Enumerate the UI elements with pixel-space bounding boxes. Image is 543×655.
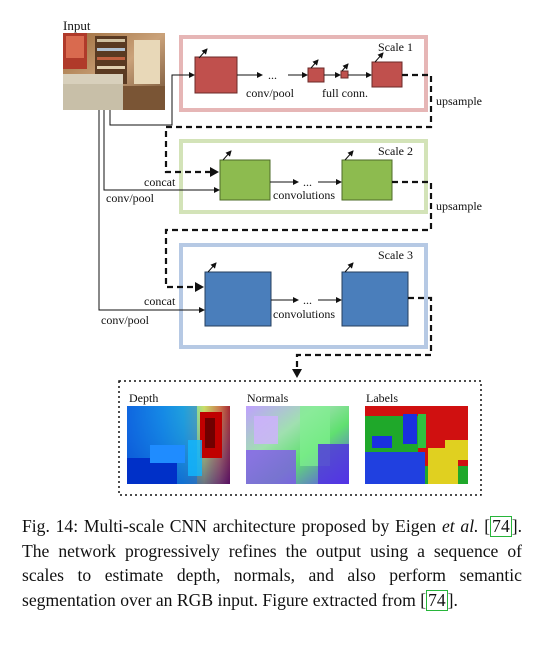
multi-scale-cnn-diagram: Input Scale 1 Scale 2 Scale 3	[63, 18, 482, 496]
caption-middle: . The network progressively refines the …	[22, 516, 523, 610]
caption-prefix: Fig. 14: Multi-scale CNN architecture pr…	[22, 516, 442, 536]
scale-3-frame	[179, 243, 428, 349]
normals-output-image	[246, 406, 349, 484]
scale-1-op-full-conn: full conn.	[322, 86, 368, 100]
scale-1-fc-block-2	[340, 70, 349, 79]
scale-3-op-convolutions: convolutions	[273, 307, 335, 321]
scale-1-output-block	[371, 61, 403, 88]
depth-output-image	[127, 406, 230, 484]
scale-1-conv-block	[194, 56, 238, 94]
conv-pool-side-label-2: conv/pool	[101, 313, 150, 327]
upsample-label-1: upsample	[436, 94, 482, 108]
output-label-normals: Normals	[247, 391, 289, 405]
scale-1-op-conv-pool: conv/pool	[246, 86, 295, 100]
conv-pool-side-label-1: conv/pool	[106, 191, 155, 205]
scale-3-ellipsis: ...	[303, 293, 312, 307]
scale-3-conv-block	[204, 271, 272, 327]
labels-output-image	[365, 406, 468, 484]
output-label-labels: Labels	[366, 391, 398, 405]
caption-et: et	[441, 516, 455, 536]
scale-1-ellipsis: ...	[268, 68, 277, 82]
outputs-frame	[118, 380, 482, 496]
concat-label-2: concat	[144, 294, 176, 308]
figure-caption: Fig. 14: Multi-scale CNN architecture pr…	[22, 516, 523, 611]
scale-2-conv-block	[219, 159, 271, 201]
scale-2-op-convolutions: convolutions	[273, 188, 335, 202]
scale-2-label: Scale 2	[378, 144, 413, 158]
scale-3-label: Scale 3	[378, 248, 413, 262]
concat-label-1: concat	[144, 175, 176, 189]
scale-2-ellipsis: ...	[303, 175, 312, 189]
scale-3-output-block	[341, 271, 409, 327]
scale-2-frame	[179, 139, 428, 214]
input-image	[63, 33, 165, 110]
scale-1-fc-block-1	[307, 67, 325, 83]
scale-1-label: Scale 1	[378, 40, 413, 54]
citation-link-74-second[interactable]: 74	[426, 589, 448, 611]
caption-end: .	[453, 589, 458, 610]
caption-al: al.	[460, 516, 479, 536]
scale-1-frame	[179, 35, 428, 112]
output-label-depth: Depth	[129, 391, 158, 405]
input-label: Input	[63, 18, 91, 33]
scale-1-blocks	[194, 56, 403, 94]
scale-2-output-block	[341, 159, 393, 201]
upsample-label-2: upsample	[436, 199, 482, 213]
citation-link-74[interactable]: 74	[490, 516, 512, 537]
